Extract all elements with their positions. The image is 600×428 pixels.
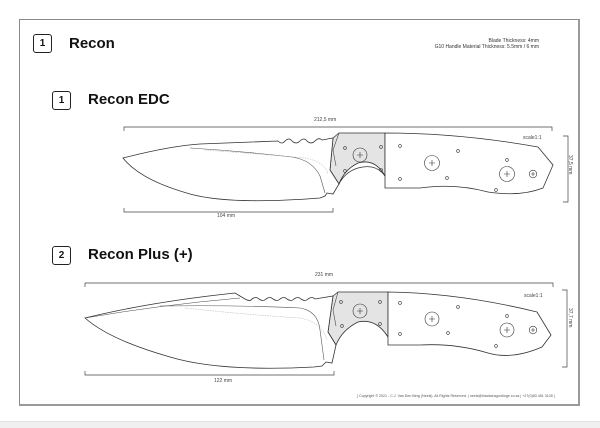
knife-2-drawing [84, 291, 552, 369]
knife-2-scale-label: scale1:1 [524, 293, 543, 299]
knife-1-blade-length-label: 104 mm [217, 213, 236, 219]
knife-2-blade-length-label: 122 mm [214, 378, 233, 384]
knife-1-number-badge: 1 [52, 91, 71, 110]
viewer-bottom-strip [0, 421, 600, 428]
handle-thickness-spec: G10 Handle Material Thickness: 5.5mm / 6… [434, 44, 539, 50]
blade-thickness-spec: Blade Thickness: 4mm [488, 38, 539, 44]
knife-1-drawing [122, 132, 554, 202]
knife-2-number-badge: 2 [52, 246, 71, 265]
knife-1-scale-label: scale1:1 [523, 135, 542, 141]
knife-1-overall-length-label: 212,5 mm [314, 117, 337, 123]
knife-2-title: Recon Plus (+) [88, 246, 193, 263]
knife-1-title: Recon EDC [88, 91, 170, 108]
dimension-lines [84, 126, 569, 376]
copyright-footer: [ Copyright © 2021 - C.J. Van Den Berg (… [357, 394, 555, 398]
page-title: Recon [69, 35, 115, 52]
section-number-badge: 1 [33, 34, 52, 53]
knife-2-overall-length-label: 231 mm [315, 272, 334, 278]
